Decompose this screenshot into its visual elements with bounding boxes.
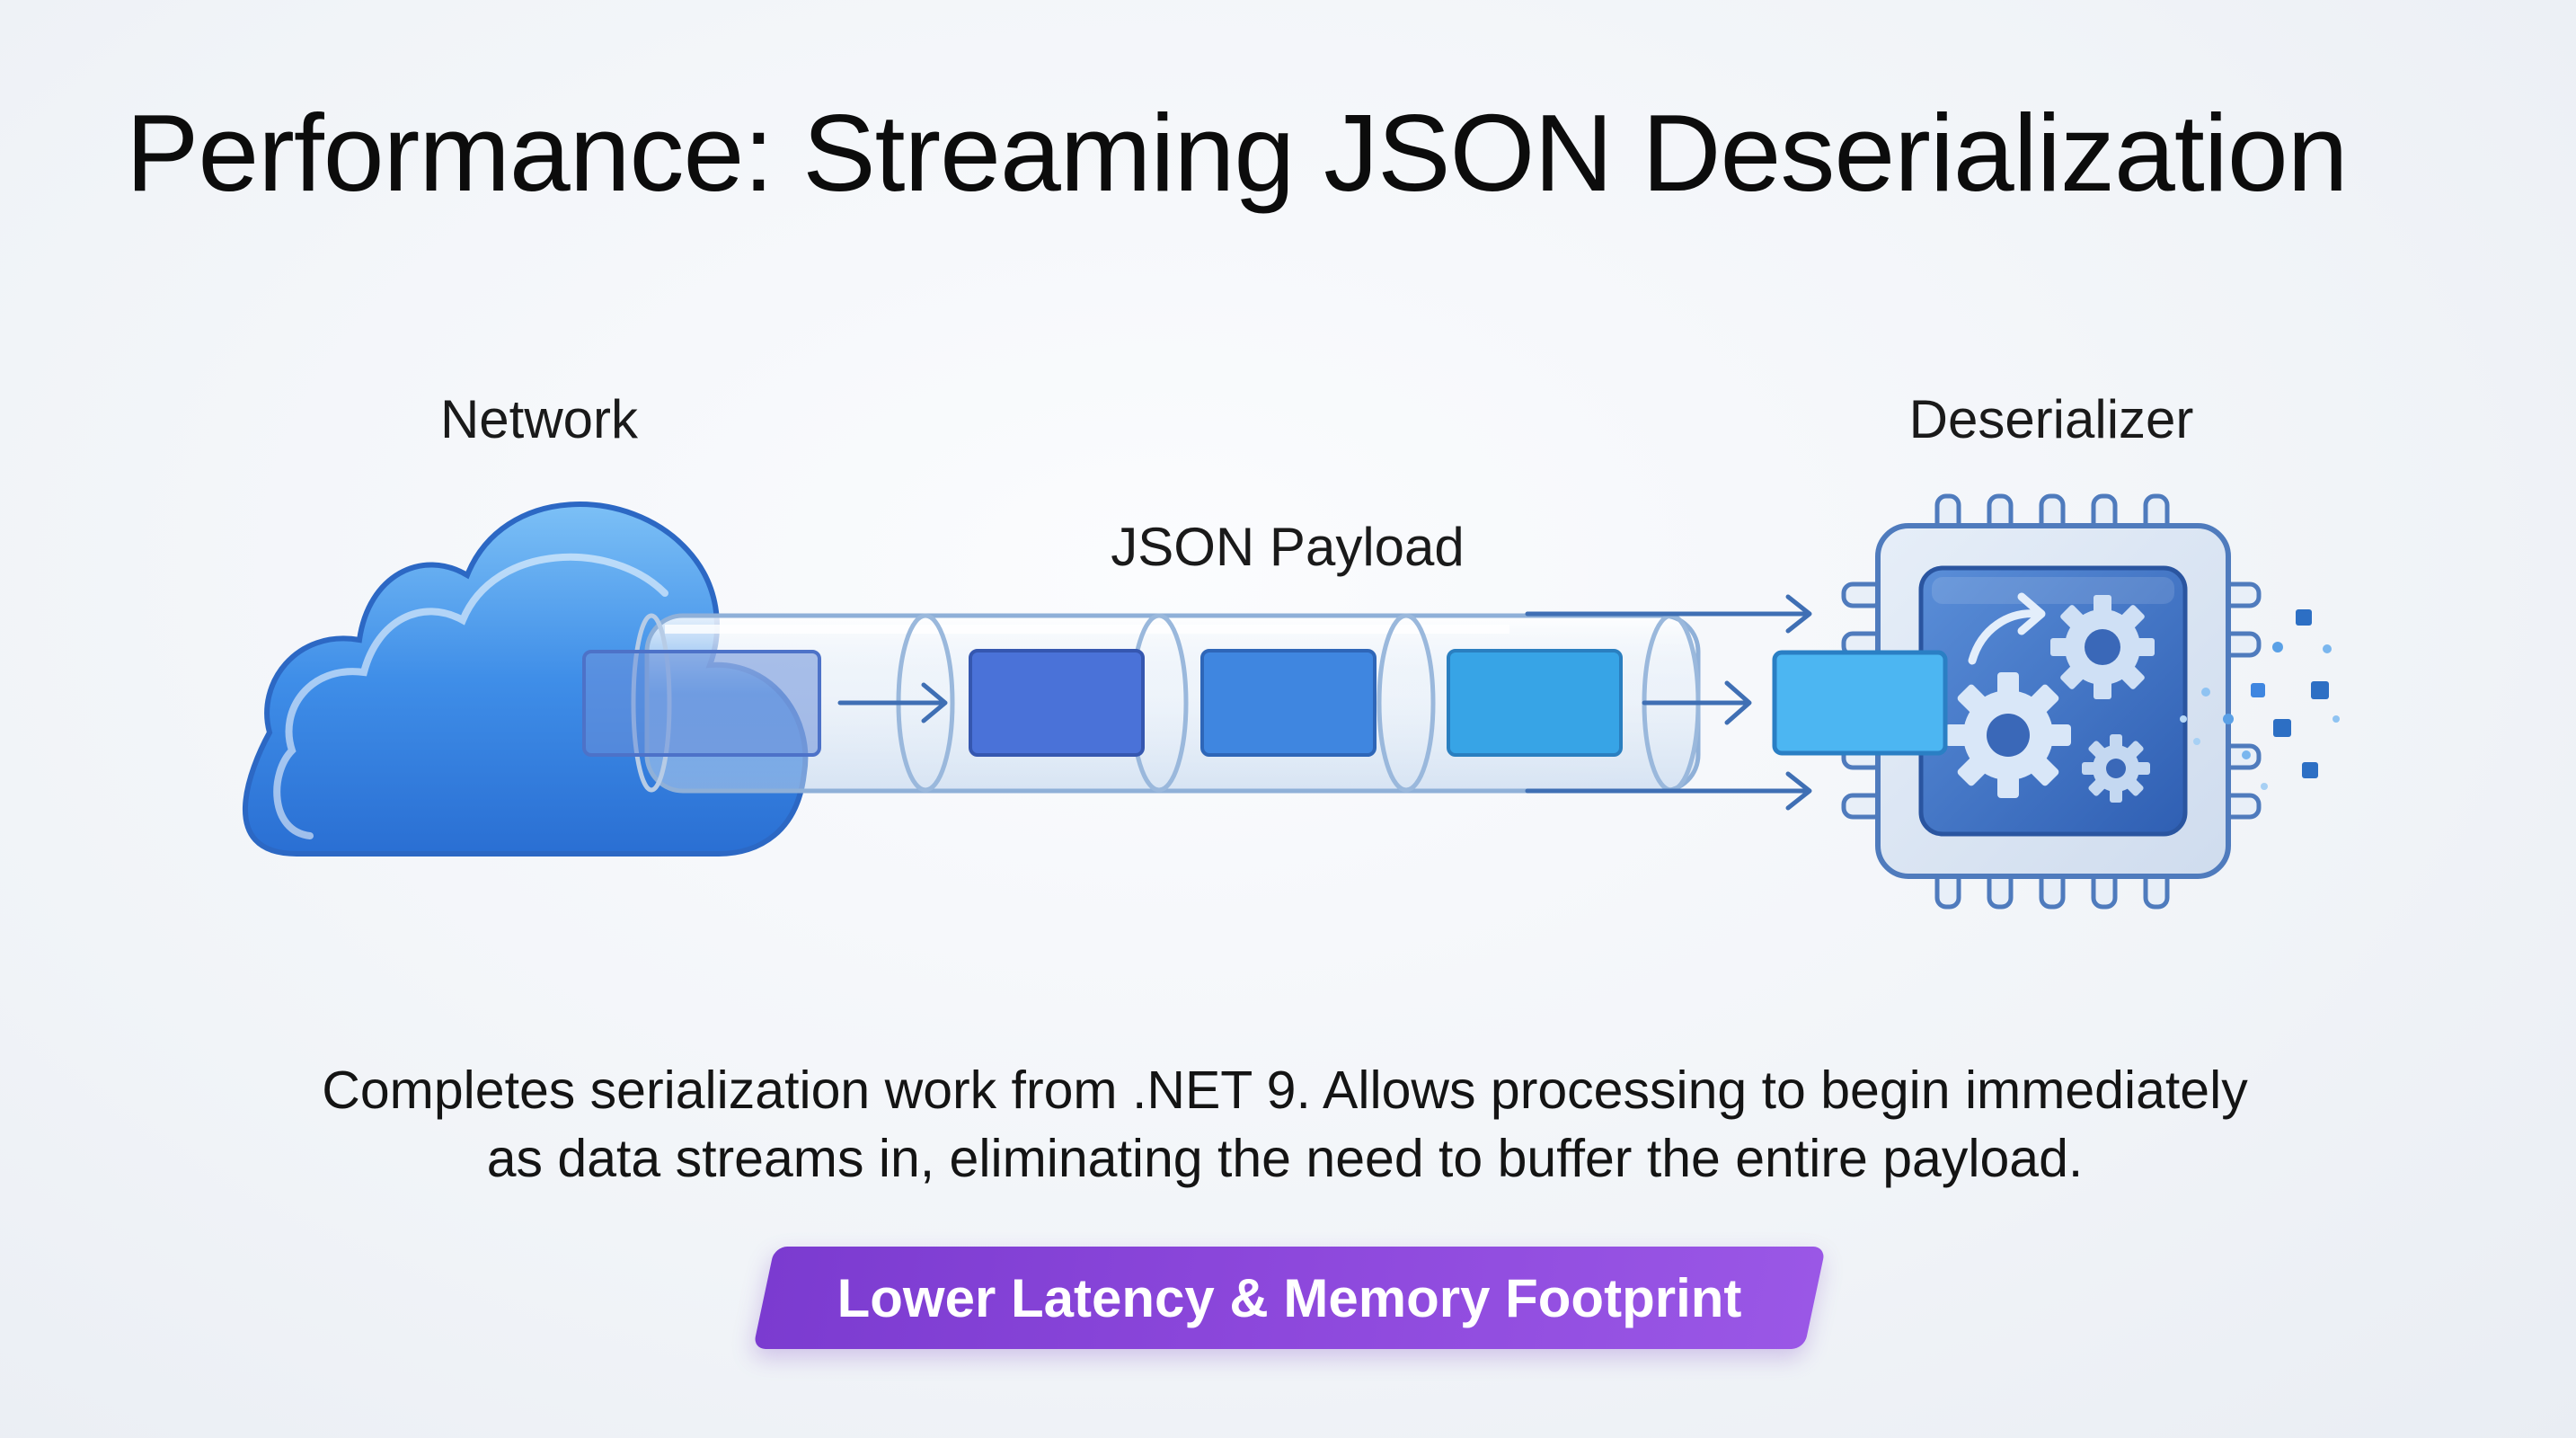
refresh-arrow-icon [1968, 592, 2046, 665]
benefit-badge-label: Lower Latency & Memory Footprint [837, 1267, 1742, 1328]
streaming-diagram [243, 493, 2340, 910]
description-text: Completes serialization work from .NET 9… [180, 1056, 2390, 1193]
payload-label: JSON Payload [1111, 517, 1465, 577]
particle-dots [2180, 609, 2340, 790]
gear-icon [1945, 595, 2155, 803]
deserializer-label: Deserializer [1908, 389, 2194, 449]
benefit-badge: Lower Latency & Memory Footprint [764, 1247, 1815, 1349]
description-line-1: Completes serialization work from .NET 9… [322, 1061, 2248, 1120]
description-line-2: as data streams in, eliminating the need… [486, 1129, 2084, 1188]
packet-1 [582, 650, 821, 757]
packet-4 [1447, 649, 1623, 757]
network-label: Network [439, 389, 639, 449]
incoming-packet [1772, 650, 1948, 756]
slide-title: Performance: Streaming JSON Deserializat… [126, 92, 2349, 214]
flow-arrows [837, 594, 1812, 811]
packet-2 [969, 649, 1145, 757]
packet-3 [1200, 649, 1377, 757]
